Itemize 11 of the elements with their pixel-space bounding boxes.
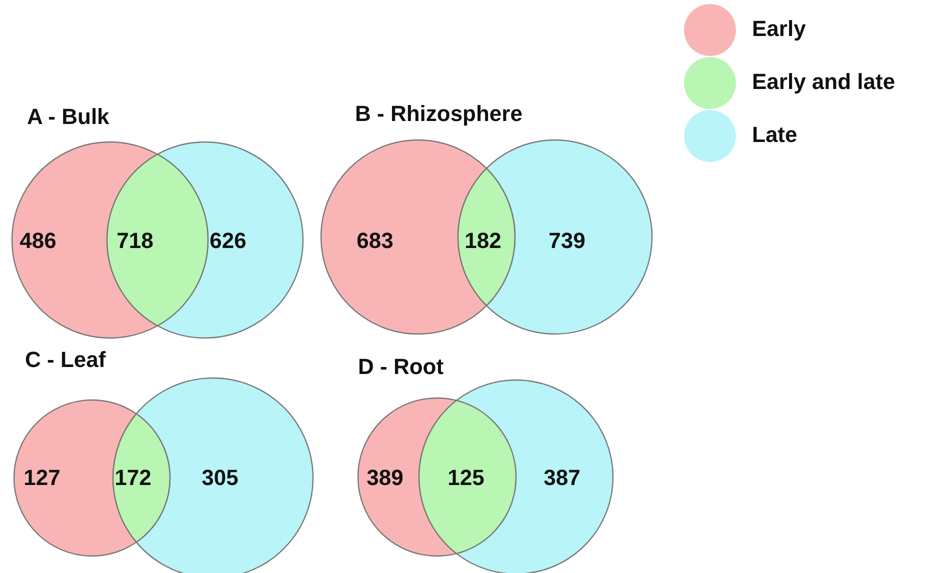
venn-overlap: 182 — [458, 168, 516, 306]
venn-overlap: 172 — [112, 413, 170, 543]
panel-title: A - Bulk — [27, 104, 110, 130]
legend-label: Early — [752, 16, 806, 42]
panel-title: D - Root — [358, 354, 444, 380]
panel-title: B - Rhizosphere — [355, 101, 522, 127]
venn-overlap: 718 — [106, 154, 208, 326]
venn-overlap: 125 — [418, 400, 516, 554]
legend-label: Early and late — [752, 69, 896, 95]
legend-label: Late — [752, 122, 798, 148]
panel-title: C - Leaf — [25, 347, 106, 373]
